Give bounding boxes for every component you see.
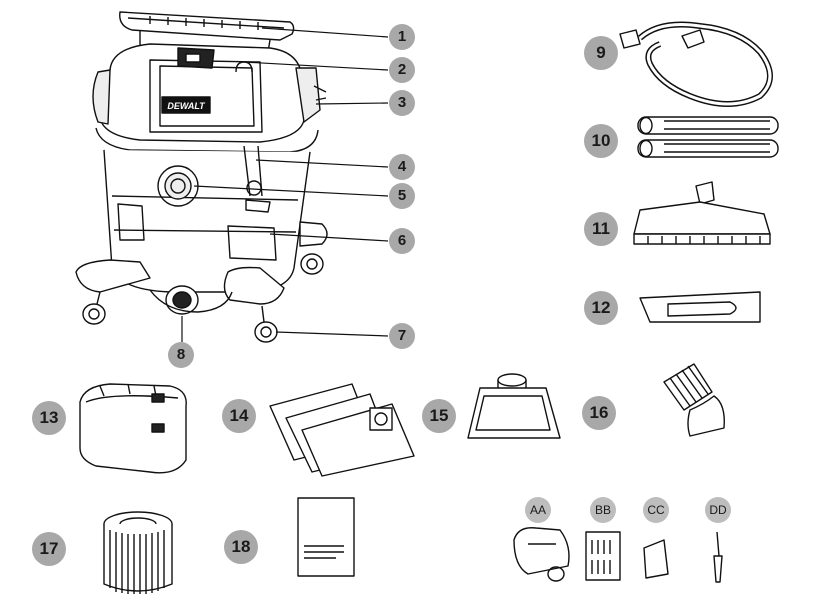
- callout-14: 14: [222, 399, 256, 433]
- callout-15: 15: [422, 399, 456, 433]
- manual-brand-text: DEWALT: [309, 505, 343, 514]
- callout-cc: CC: [643, 497, 669, 523]
- callout-1: 1: [389, 24, 415, 50]
- part-cc: [643, 539, 669, 579]
- part-aa: [513, 527, 570, 582]
- crevice-tool: [639, 291, 761, 323]
- callout-8: 8: [168, 342, 194, 368]
- part-bb: [585, 531, 621, 581]
- callout-3: 3: [389, 90, 415, 116]
- callout-7: 7: [389, 323, 415, 349]
- callout-aa: AA: [525, 497, 551, 523]
- callout-11: 11: [584, 212, 618, 246]
- cartridge-filter: [103, 511, 173, 594]
- callout-6: 6: [389, 228, 415, 254]
- callout-18: 18: [224, 530, 258, 564]
- filter-bags: [269, 383, 415, 477]
- callout-5: 5: [389, 183, 415, 209]
- elbow-filter: [663, 363, 725, 437]
- callout-9: 9: [584, 36, 618, 70]
- vacuum-illustration: [75, 11, 328, 343]
- brand-plate-text: DEWALT: [167, 101, 206, 111]
- part-dd: [713, 531, 723, 583]
- callout-17: 17: [32, 532, 66, 566]
- floor-nozzle: [633, 181, 771, 245]
- callout-10: 10: [584, 124, 618, 158]
- callout-13: 13: [32, 401, 66, 435]
- manual: [297, 497, 355, 577]
- filter-bag: [79, 383, 187, 474]
- callout-2: 2: [389, 57, 415, 83]
- extension-wands: [637, 116, 779, 158]
- callout-leaders: [181, 27, 389, 342]
- callout-4: 4: [389, 154, 415, 180]
- squeegee-nozzle: [467, 373, 561, 439]
- hose-illustration: [619, 21, 773, 107]
- callout-bb: BB: [590, 497, 616, 523]
- callout-12: 12: [584, 291, 618, 325]
- callout-dd: DD: [705, 497, 731, 523]
- callout-16: 16: [582, 396, 616, 430]
